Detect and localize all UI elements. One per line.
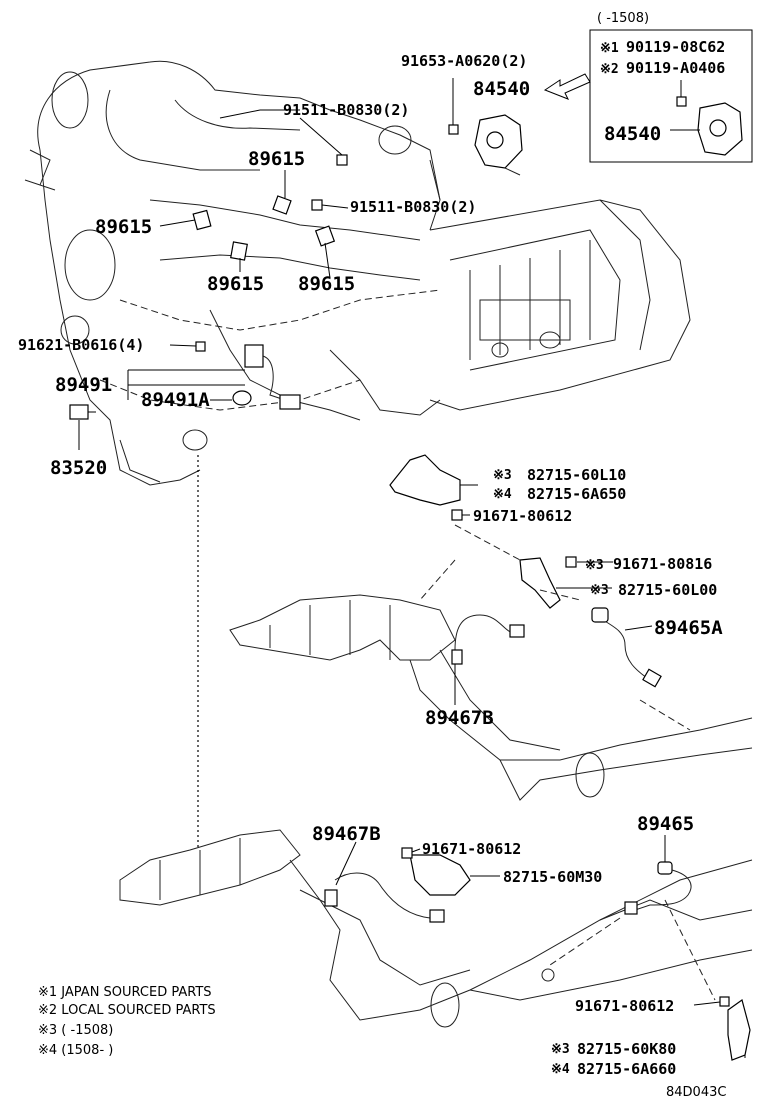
mark-3-60k80: ※3 (551, 1042, 570, 1057)
exhaust-link-d (549, 917, 621, 966)
diagram-code: 84D043C (666, 1085, 726, 1100)
legend-note-2: ※2 LOCAL SOURCED PARTS (38, 1003, 216, 1018)
mark-4-6a660: ※4 (551, 1062, 570, 1077)
callout-82715-60l10: 82715-60L10 (527, 466, 626, 484)
inset-mark-1: ※1 (600, 41, 619, 56)
mark-3-60l00: ※3 (590, 583, 609, 598)
engine-transmission-illustration (24, 60, 691, 486)
leader-lines (78, 109, 746, 1058)
bolt-91653 (448, 78, 459, 135)
exhaust-link-a (539, 589, 581, 601)
callout-91621-b0616: 91621-B0616(4) (18, 336, 144, 354)
mark-3-80816: ※3 (585, 558, 604, 573)
callout-89615-left: 89615 (95, 216, 152, 238)
callout-89615-top: 89615 (248, 148, 305, 170)
callout-91653-a0620: 91653-A0620(2) (401, 52, 527, 70)
callout-91671-80612-upper: 91671-80612 (473, 507, 572, 525)
legend-note-1: ※1 JAPAN SOURCED PARTS (38, 985, 212, 1000)
callout-89615-center: 89615 (207, 273, 264, 295)
bracket-82715-60M30 (401, 847, 471, 896)
exhaust-hanger (541, 968, 555, 982)
inset-arrow (543, 73, 591, 100)
callout-89465: 89465 (637, 813, 694, 835)
callout-91671-80612-lower: 91671-80612 (575, 997, 674, 1015)
legend-note-3: ※3 ( -1508) (38, 1023, 113, 1038)
exhaust-link-c (664, 899, 716, 1001)
mark-4-6a650: ※4 (493, 487, 512, 502)
sensor-89615-set (192, 154, 348, 261)
sensor-path-89465A (419, 559, 456, 601)
callout-89467b-lower: 89467B (312, 823, 381, 845)
callout-82715-60k80: 82715-60K80 (577, 1040, 676, 1058)
harness-89491 (195, 341, 301, 410)
oxygen-sensor-89467B-upper (451, 614, 525, 665)
callout-89491a: 89491A (141, 389, 210, 411)
bracket-82715-60K80 (719, 996, 751, 1061)
oxygen-sensor-89465 (624, 861, 692, 915)
knock-sensor-84540 (474, 114, 523, 176)
callout-82715-60l00: 82715-60L00 (618, 581, 717, 599)
callout-82715-6a660: 82715-6A660 (577, 1060, 676, 1078)
callout-89491: 89491 (55, 374, 112, 396)
legend-note-4: ※4 (1508- ) (38, 1043, 113, 1058)
callout-91671-80612-middle: 91671-80612 (422, 840, 521, 858)
inset-part-84540: 84540 (604, 123, 661, 145)
bracket-82715-60L10 (389, 454, 470, 521)
mark-3-60l10: ※3 (493, 468, 512, 483)
callout-84540: 84540 (473, 78, 530, 100)
exhaust-link-b (454, 524, 521, 561)
inset-part-90119-a0406: 90119-A0406 (626, 59, 725, 77)
callout-91671-80816: 91671-80816 (613, 555, 712, 573)
inset-box (589, 29, 753, 163)
callout-91511-b0830-upper: 91511-B0830(2) (283, 101, 409, 119)
bracket-82715-60L00 (519, 556, 577, 609)
callout-82715-6a650: 82715-6A650 (527, 485, 626, 503)
inset-header: ( -1508) (597, 11, 649, 26)
callout-83520: 83520 (50, 457, 107, 479)
callout-89467b-upper: 89467B (425, 707, 494, 729)
callout-91511-b0830-lower: 91511-B0830(2) (350, 198, 476, 216)
sensor-83520 (69, 404, 96, 420)
oxygen-sensor-89467B-lower (324, 872, 445, 923)
inset-mark-2: ※2 (600, 62, 619, 77)
callout-89465a: 89465A (654, 617, 723, 639)
oxygen-sensor-89465A (591, 607, 662, 688)
inset-part-90119-08c62: 90119-08C62 (626, 38, 725, 56)
callout-89615-right: 89615 (298, 273, 355, 295)
callout-82715-60m30: 82715-60M30 (503, 868, 602, 886)
